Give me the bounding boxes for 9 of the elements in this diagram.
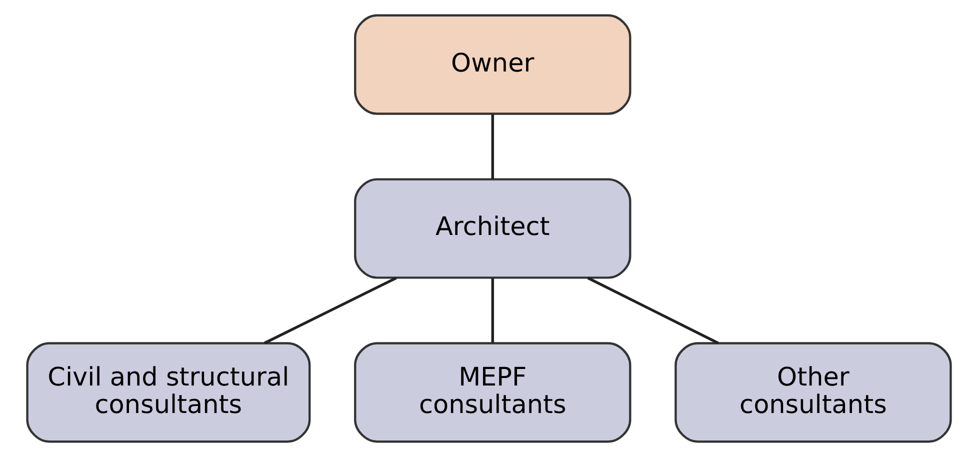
connector: [490, 278, 494, 344]
node-box: Architect: [354, 178, 631, 279]
node-box: Civil and structural consultants: [26, 342, 310, 443]
node-box: Other consultants: [674, 342, 952, 443]
connector: [490, 114, 494, 180]
node-box: Owner: [354, 14, 631, 115]
node-box: MEPF consultants: [354, 342, 631, 443]
connector: [263, 276, 396, 344]
connector: [586, 276, 718, 344]
